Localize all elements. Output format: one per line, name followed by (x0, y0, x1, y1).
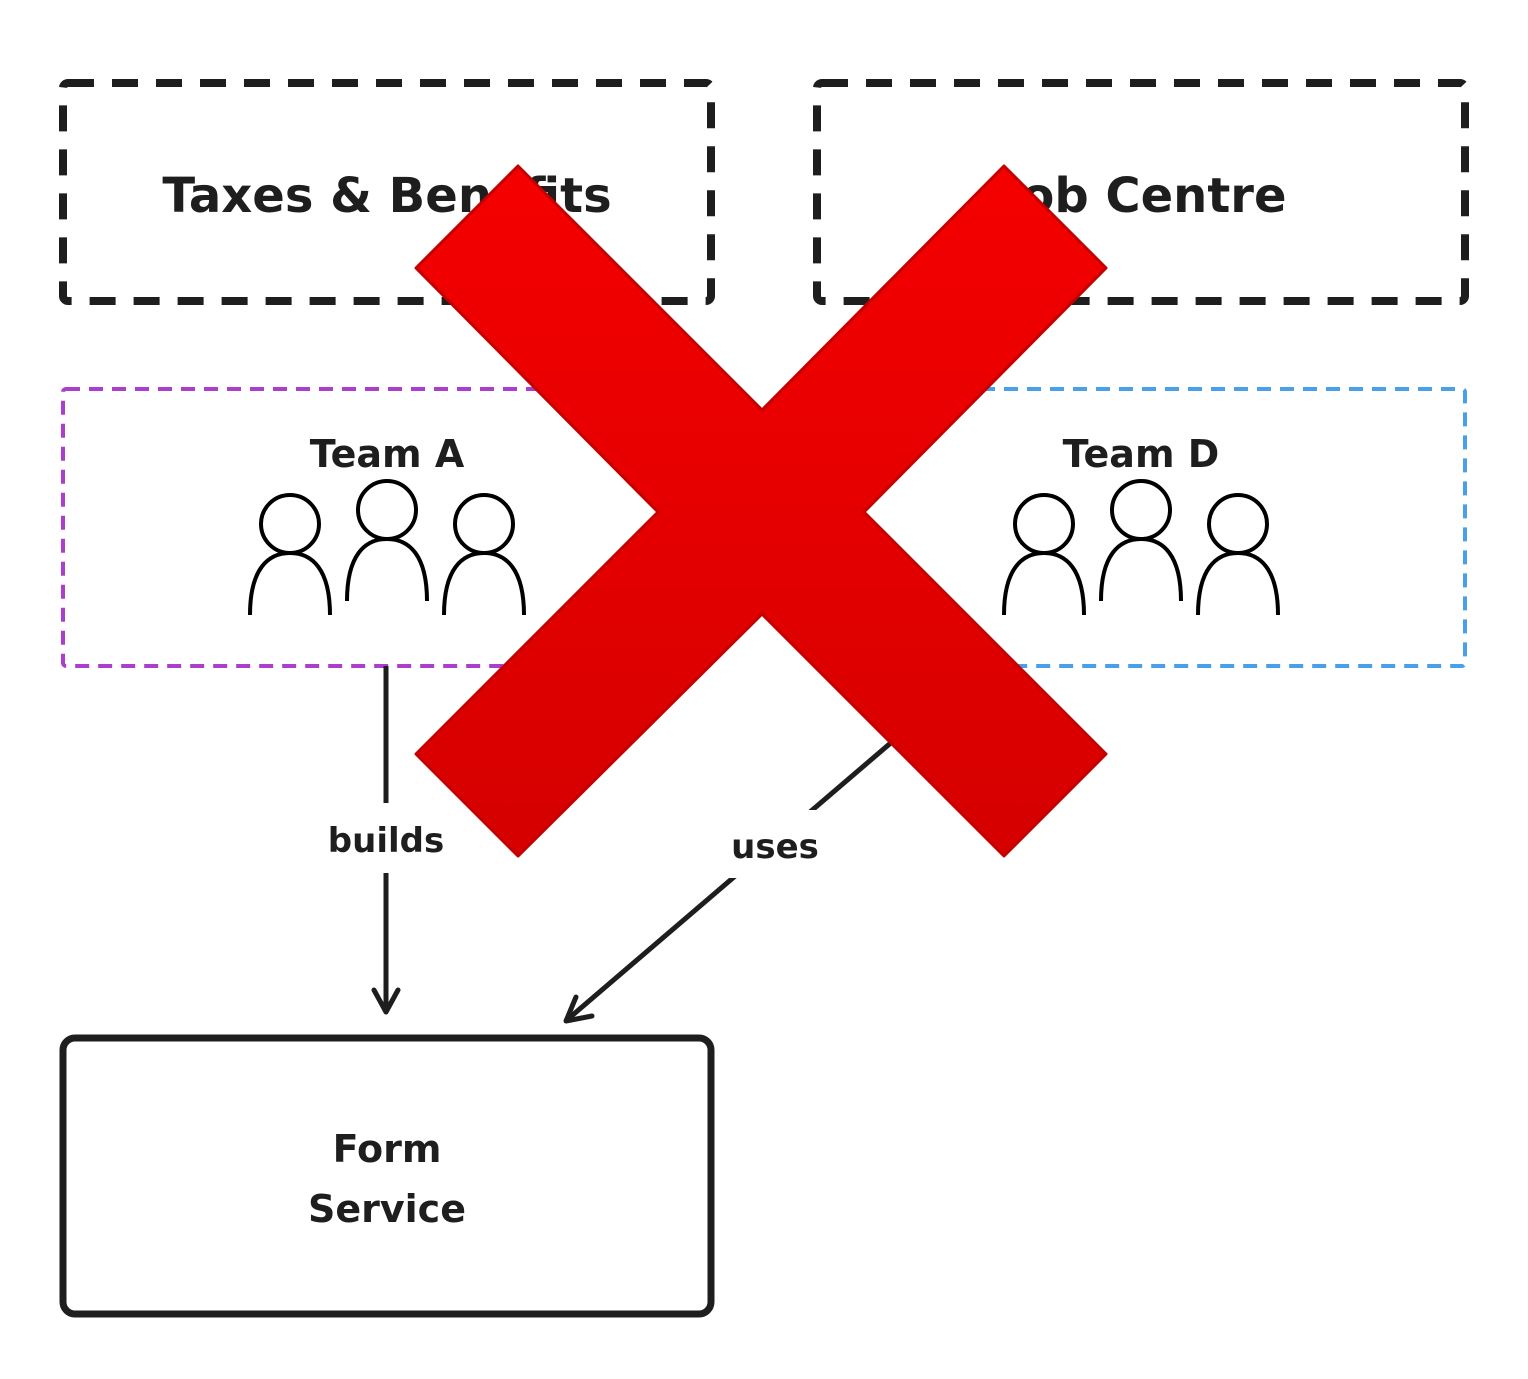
person-icon (248, 493, 332, 617)
edge-uses-label-bg (715, 810, 835, 878)
edge-builds: builds (315, 666, 457, 1015)
edge-builds-label: builds (328, 821, 444, 861)
edge-uses-label: uses (731, 827, 819, 867)
person-icon (345, 479, 429, 603)
person-icon (1099, 479, 1183, 603)
arrowhead-icon (371, 987, 401, 1015)
team-a-members (248, 479, 526, 617)
form-service-label-line1: Form (333, 1127, 442, 1171)
team-d-label: Team D (1063, 432, 1220, 476)
team-a-label: Team A (310, 432, 465, 476)
person-icon (1002, 493, 1086, 617)
team-d-members (1002, 479, 1280, 617)
edge-uses: uses (563, 733, 902, 1024)
arrowhead-icon (563, 994, 595, 1024)
form-service-box: Form Service (59, 1034, 715, 1318)
edge-builds-label-bg (315, 803, 457, 873)
person-icon (442, 493, 526, 617)
person-icon (1196, 493, 1280, 617)
red-x-icon (414, 164, 1108, 858)
form-service-label-line2: Service (308, 1187, 466, 1231)
